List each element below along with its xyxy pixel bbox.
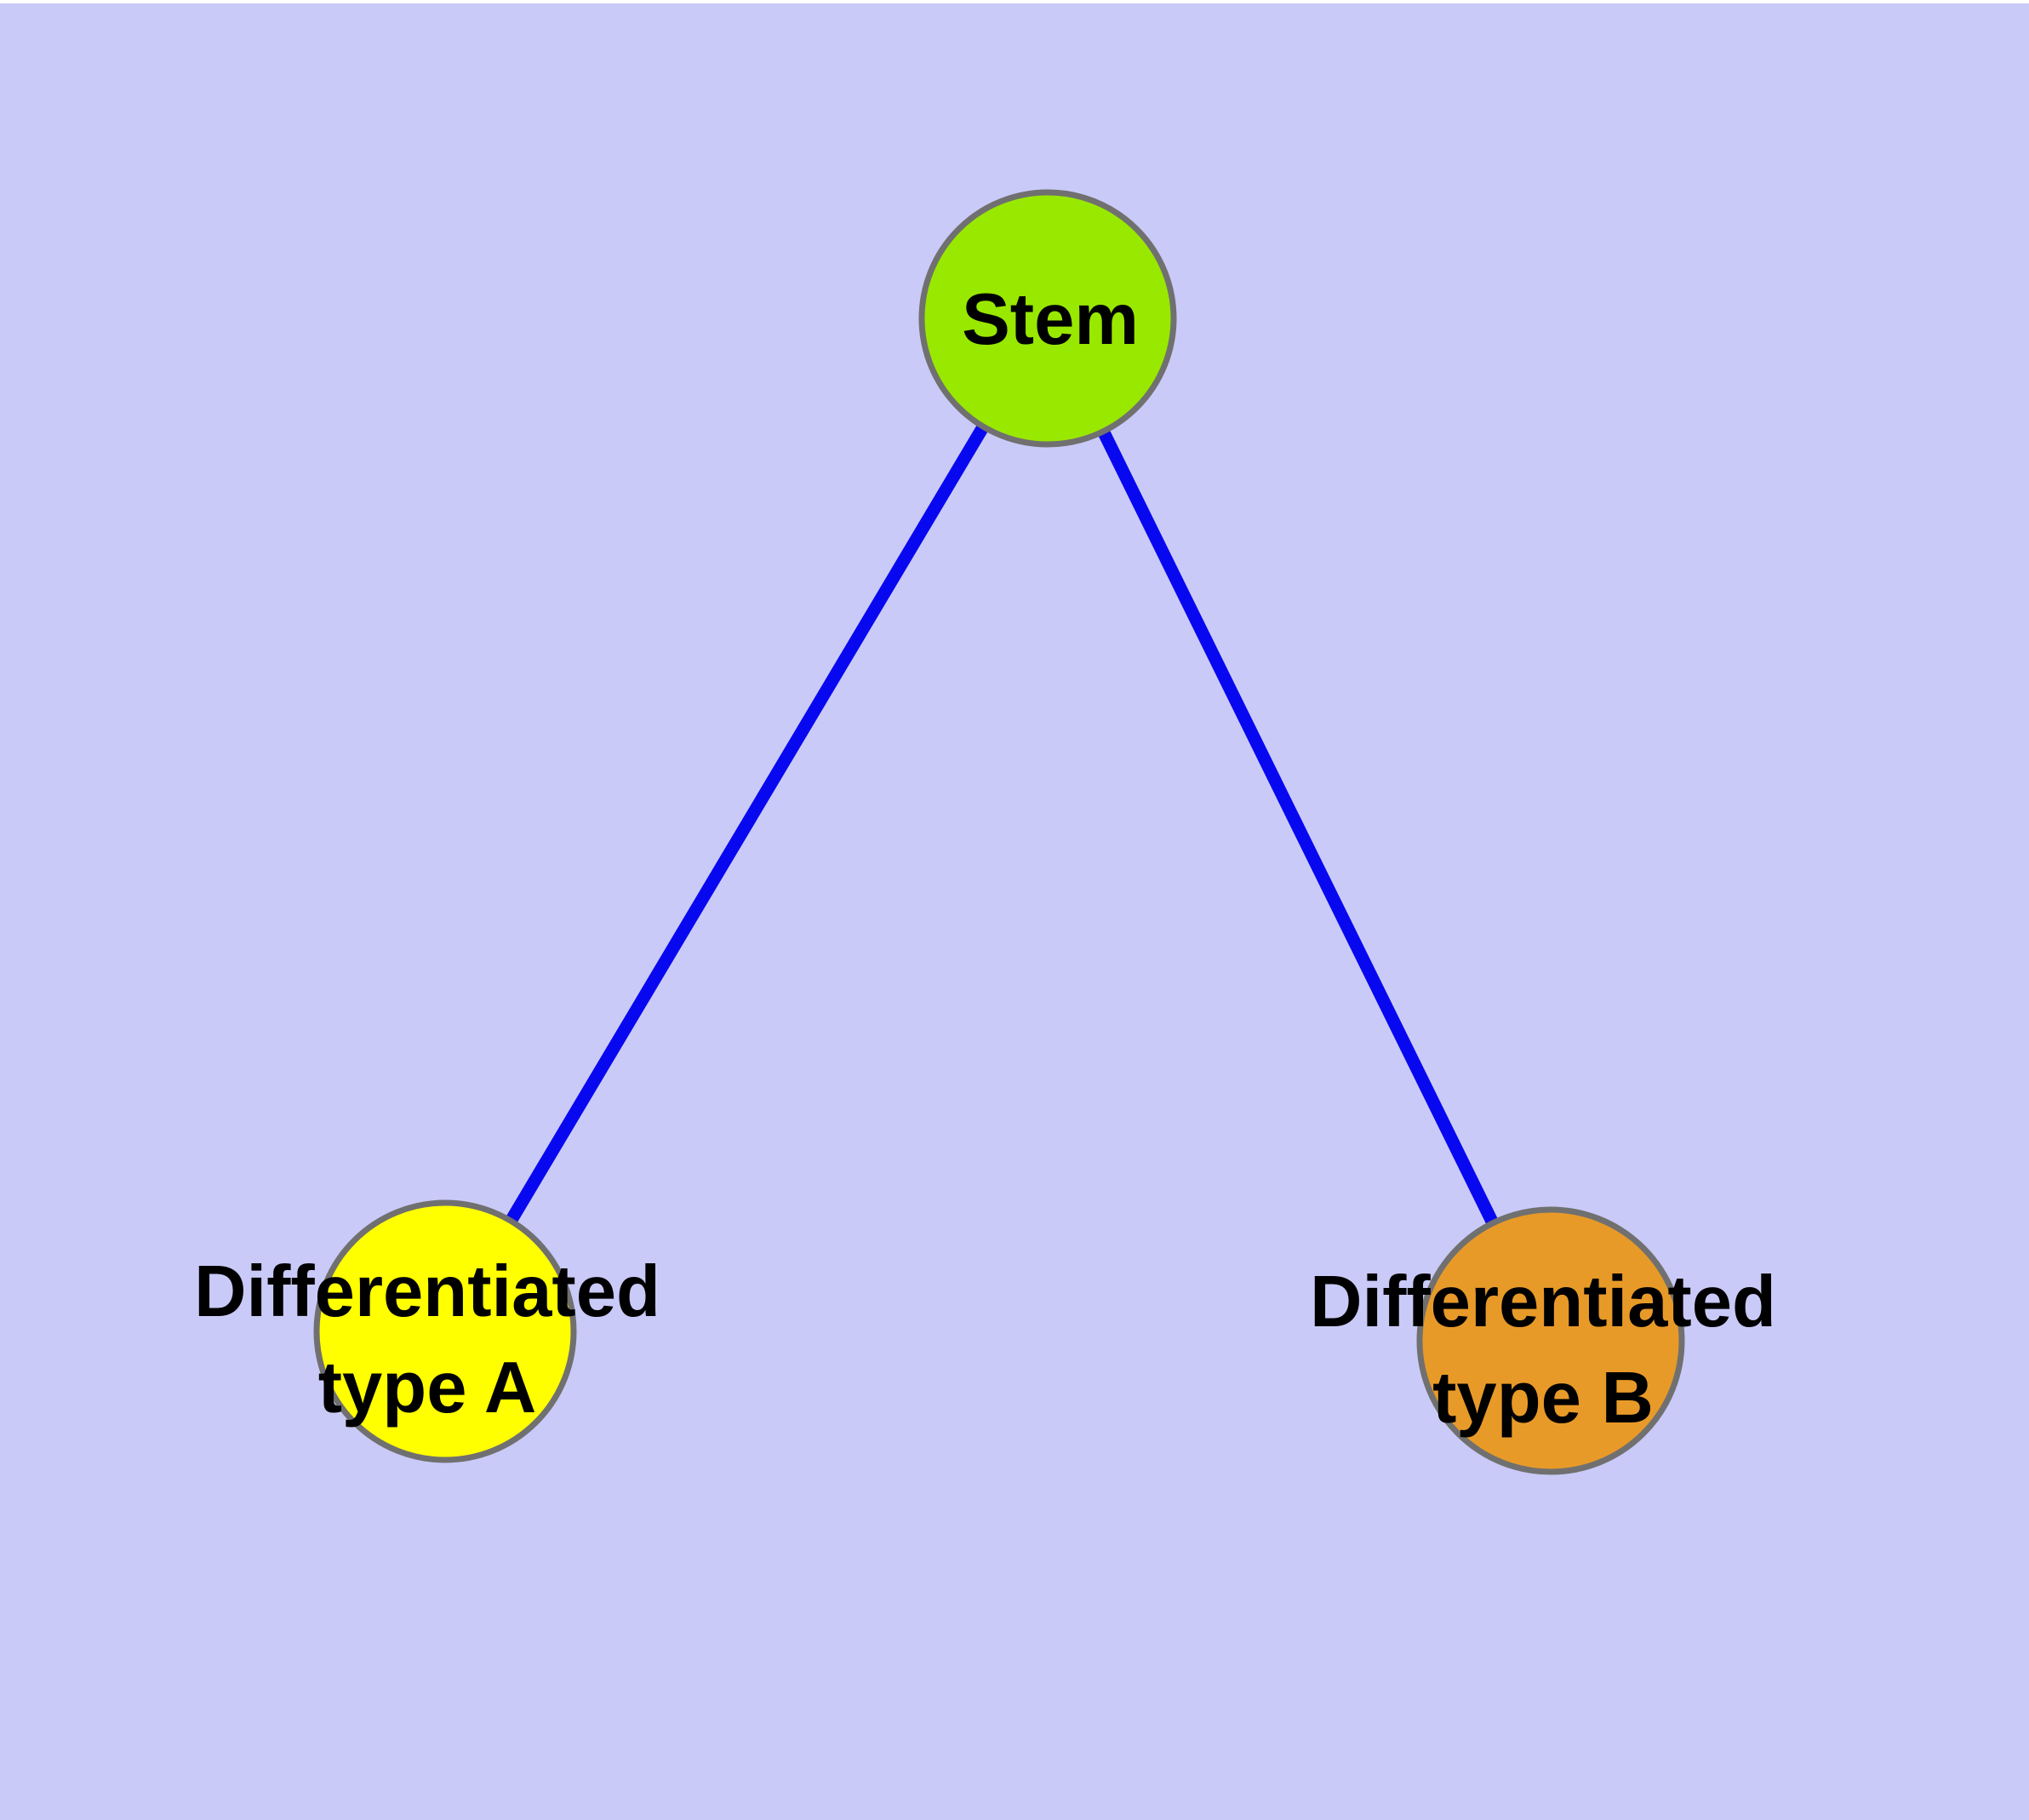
edge-stem-to-type-b	[1042, 315, 1557, 1344]
node-type-a-circle	[313, 1199, 577, 1463]
node-type-b-circle	[1416, 1206, 1685, 1475]
node-type-a-label-line2: type A	[318, 1348, 537, 1428]
node-stem-circle	[918, 189, 1177, 448]
node-type-a-label-line1: Differentiated	[194, 1251, 660, 1332]
edge-stem-to-type-a	[439, 315, 1054, 1335]
figure-top-margin	[0, 0, 2029, 3]
node-type-b-label-line2: type B	[1432, 1358, 1654, 1439]
node-stem-label: Stem	[962, 279, 1139, 360]
node-type-b-label-line1: Differentiated	[1310, 1262, 1776, 1342]
